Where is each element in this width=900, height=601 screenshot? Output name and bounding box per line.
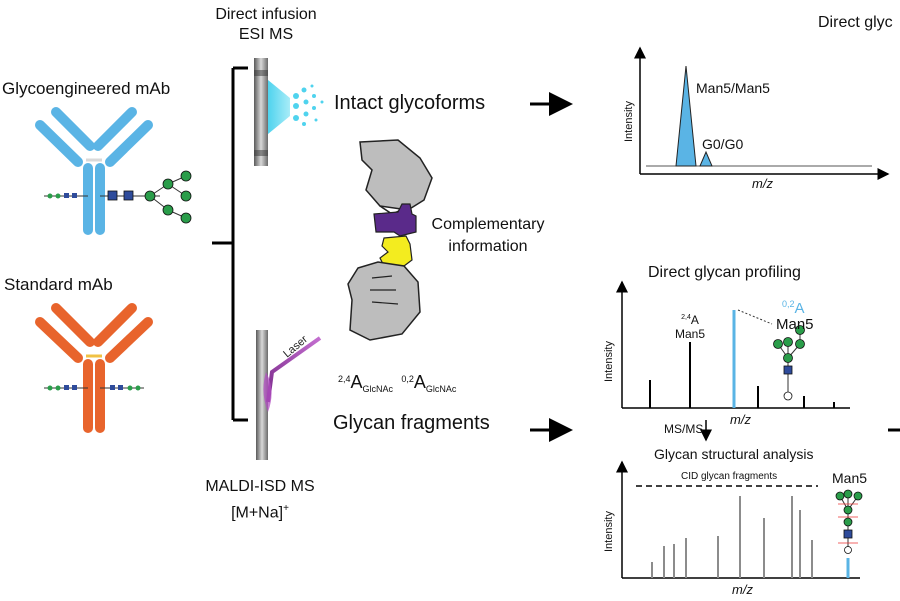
middle-peak-b-ion: 0,2A [782, 299, 805, 317]
fragment-peaks [651, 496, 813, 578]
middle-spectrum [616, 280, 850, 442]
bottom-spectrum [616, 460, 863, 579]
top-spectrum [634, 46, 890, 180]
esi-emitter [254, 58, 324, 166]
method-bracket [212, 66, 248, 422]
top-xlabel: m/z [752, 176, 773, 191]
middle-peak-b-name: Man5 [776, 316, 814, 333]
middle-peak-a-label: 2,4A Man5 [674, 313, 706, 341]
bottom-panel-title: Glycan structural analysis [654, 446, 814, 462]
maldi-target [256, 330, 322, 460]
esi-method-label: Direct infusion ESI MS [215, 6, 317, 43]
standard-mab-label: Standard mAb [4, 275, 113, 294]
middle-ylabel: Intensity [603, 341, 615, 382]
bottom-glycan-label: Man5 [832, 470, 868, 486]
man5-glycan-icon [835, 489, 863, 554]
glyco-mab-glycans [44, 170, 192, 224]
bottom-ylabel: Intensity [603, 511, 615, 552]
top-panel-title: Direct glyc [818, 14, 893, 31]
glyco-mab-antibody [35, 107, 153, 235]
maldi-method-label: MALDI-ISD MS [M+Na]+ [205, 478, 315, 522]
man5-glycan-icon [773, 325, 805, 401]
standard-mab-glycans [44, 385, 144, 391]
puzzle-hands-icon [347, 139, 433, 341]
intact-glycoforms-label: Intact glycoforms [334, 92, 486, 114]
top-peak-label-man5: Man5/Man5 [696, 80, 770, 96]
msms-label: MS/MS [664, 422, 704, 436]
top-ylabel: Intensity [623, 101, 635, 142]
middle-xlabel: m/z [730, 412, 751, 427]
standard-mab-antibody [35, 303, 153, 433]
fragment-ion-labels: 2,4AGlcNAc 0,2AGlcNAc [338, 372, 457, 394]
complementary-info-label: Complementary information [431, 216, 545, 255]
bottom-xlabel: m/z [732, 582, 753, 597]
cid-fragments-label: CID glycan fragments [678, 471, 781, 482]
glyco-mab-label: Glycoengineered mAb [2, 79, 171, 98]
glycan-fragments-label: Glycan fragments [333, 412, 490, 434]
middle-panel-title: Direct glycan profiling [648, 264, 801, 281]
top-peak-label-g0: G0/G0 [702, 136, 744, 152]
